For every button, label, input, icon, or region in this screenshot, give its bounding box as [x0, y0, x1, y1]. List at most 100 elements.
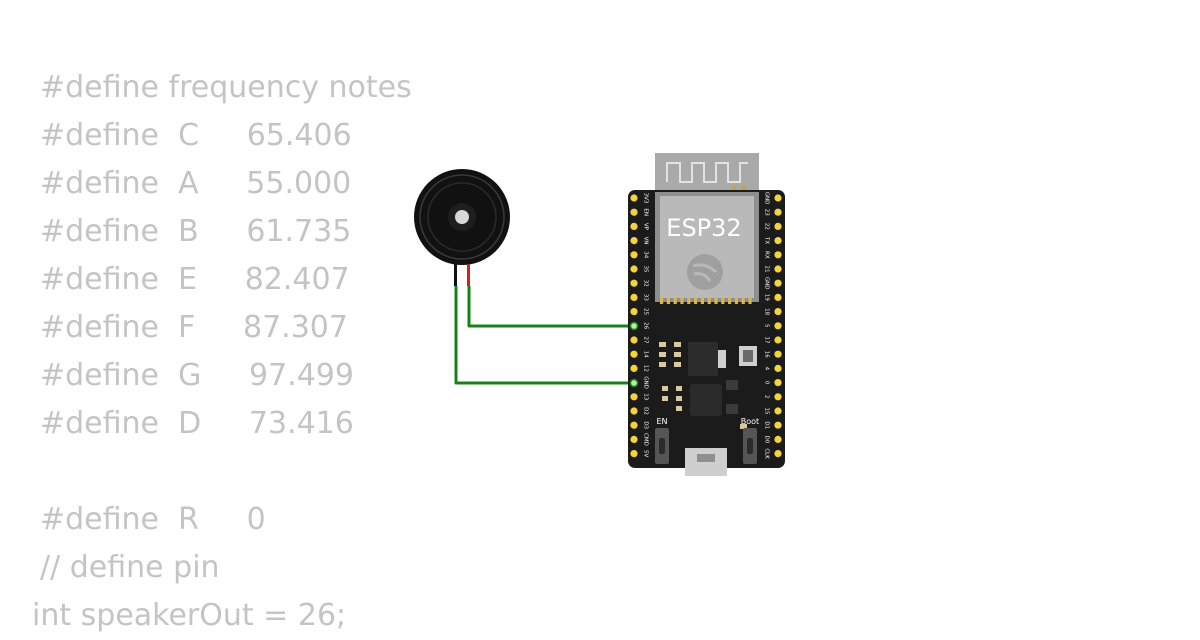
antenna-pad	[742, 186, 746, 190]
right-pin-label: TX	[764, 236, 770, 244]
right-pin[interactable]	[774, 279, 782, 287]
buzzer-dot	[455, 210, 469, 224]
left-pin-label: EN	[643, 208, 649, 216]
right-pin[interactable]	[774, 222, 782, 230]
left-pin[interactable]	[630, 336, 638, 344]
buzzer-ring	[427, 182, 497, 252]
left-pin[interactable]	[630, 407, 638, 415]
left-pin[interactable]	[630, 222, 638, 230]
left-pin[interactable]	[630, 350, 638, 358]
left-pin-label: 32	[643, 280, 649, 287]
left-pin-label: 34	[643, 251, 649, 258]
left-pin-label: 27	[643, 337, 649, 344]
left-pin-label: VN	[643, 237, 649, 245]
right-pin[interactable]	[774, 208, 782, 216]
right-pin[interactable]	[774, 322, 782, 330]
left-pin-label: 5V	[643, 450, 649, 457]
left-pin-label: CMD	[643, 433, 649, 446]
right-pin-label: 4	[764, 367, 770, 371]
left-pin-label: 25	[643, 308, 649, 315]
module-pad	[700, 298, 704, 304]
right-pin[interactable]	[774, 407, 782, 415]
right-pin-label: CLK	[764, 448, 770, 459]
left-pin-label: GND	[643, 376, 649, 389]
module-pad	[714, 298, 718, 304]
left-pin[interactable]	[630, 265, 638, 273]
right-pin[interactable]	[774, 435, 782, 443]
module-pad	[687, 298, 691, 304]
left-pin-label: 3V3	[643, 193, 649, 204]
left-pin[interactable]	[630, 194, 638, 202]
left-pin[interactable]	[630, 450, 638, 458]
right-pin[interactable]	[774, 350, 782, 358]
right-pin[interactable]	[774, 364, 782, 372]
left-pin[interactable]	[630, 364, 638, 372]
right-pin[interactable]	[774, 251, 782, 259]
right-pin[interactable]	[774, 308, 782, 316]
buzzer-lead-positive	[467, 264, 470, 286]
wire-endpoint[interactable]	[629, 321, 639, 331]
right-pin[interactable]	[774, 194, 782, 202]
module-pad	[680, 298, 684, 304]
right-pin[interactable]	[774, 237, 782, 245]
right-pin[interactable]	[774, 293, 782, 301]
left-pin[interactable]	[630, 251, 638, 259]
regulator-tab	[718, 350, 726, 368]
wire-ground[interactable]	[454, 286, 635, 385]
left-pin[interactable]	[630, 308, 638, 316]
code-line: // define pin	[40, 550, 220, 585]
code-line: #define R 0	[40, 502, 266, 537]
right-pin-label: GND	[764, 192, 770, 205]
buzzer[interactable]	[414, 169, 510, 286]
espressif-logo-mark	[692, 263, 718, 282]
left-pin[interactable]	[630, 393, 638, 401]
boot-button-cap[interactable]	[747, 438, 753, 454]
left-pin-label: 33	[643, 294, 649, 301]
code-line: #define frequency notes	[40, 70, 412, 105]
left-pin-label: 13	[643, 393, 649, 400]
left-pin-label: 26	[643, 322, 649, 329]
module-pad	[660, 298, 664, 304]
left-pin[interactable]	[630, 279, 638, 287]
right-pin[interactable]	[774, 393, 782, 401]
smd-component	[726, 380, 738, 390]
main-chip	[690, 384, 722, 416]
usb-port-opening	[697, 454, 715, 462]
wire-endpoint[interactable]	[629, 378, 639, 388]
left-pin[interactable]	[630, 208, 638, 216]
right-pin[interactable]	[774, 265, 782, 273]
right-pin-label: 16	[764, 351, 770, 358]
right-pin[interactable]	[774, 421, 782, 429]
en-button-cap[interactable]	[659, 438, 665, 454]
left-pin[interactable]	[630, 293, 638, 301]
right-pin[interactable]	[774, 450, 782, 458]
left-pin-label: D3	[643, 421, 649, 429]
right-pin-label: D1	[764, 421, 770, 429]
left-pin[interactable]	[630, 421, 638, 429]
right-pin-label: 0	[764, 381, 770, 385]
right-pin-label: 15	[764, 408, 770, 415]
right-pin-label: 18	[764, 308, 770, 315]
en-label: EN	[656, 417, 667, 426]
left-pin[interactable]	[630, 435, 638, 443]
right-pin[interactable]	[774, 379, 782, 387]
right-pin[interactable]	[774, 336, 782, 344]
code-line: #define F 87.307	[40, 310, 348, 345]
antenna-trace	[666, 162, 748, 183]
smd-component	[726, 404, 738, 414]
left-pin[interactable]	[630, 237, 638, 245]
module-pad	[734, 298, 738, 304]
left-pin-label: 14	[643, 351, 649, 358]
code-line: #define G 97.499	[40, 358, 354, 393]
module-pad	[721, 298, 725, 304]
right-pin-label: GND	[764, 277, 770, 290]
left-pin-header[interactable]: 3V3ENVPVN343532332526271412GND13D2D3CMD5…	[629, 193, 649, 458]
module-pad	[666, 298, 670, 304]
smd-passives	[659, 342, 747, 429]
left-pin-label: D2	[643, 407, 649, 415]
wire-signal[interactable]	[467, 286, 635, 328]
boot-label: Boot	[741, 417, 759, 426]
